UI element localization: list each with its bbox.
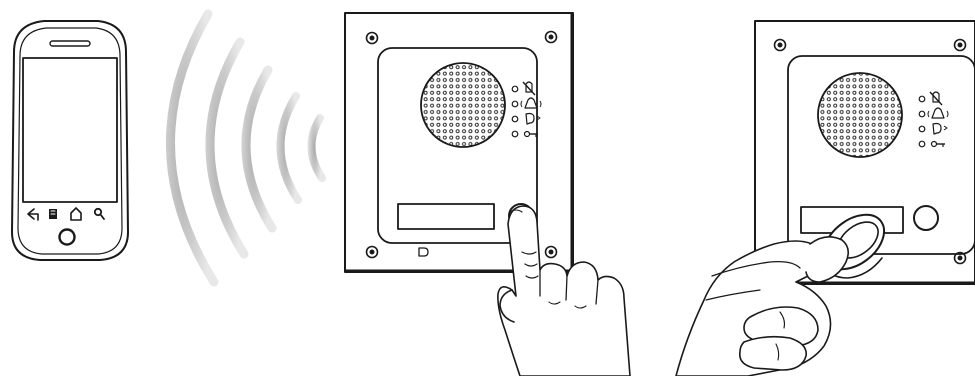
menu-icon [49, 209, 57, 219]
door-panel-finger [345, 13, 573, 272]
smartphone [12, 21, 128, 260]
phone-screen [23, 58, 117, 202]
speaker-grille [421, 63, 505, 147]
speaker-grille [818, 73, 902, 157]
wireless-signal-icon [170, 14, 322, 282]
